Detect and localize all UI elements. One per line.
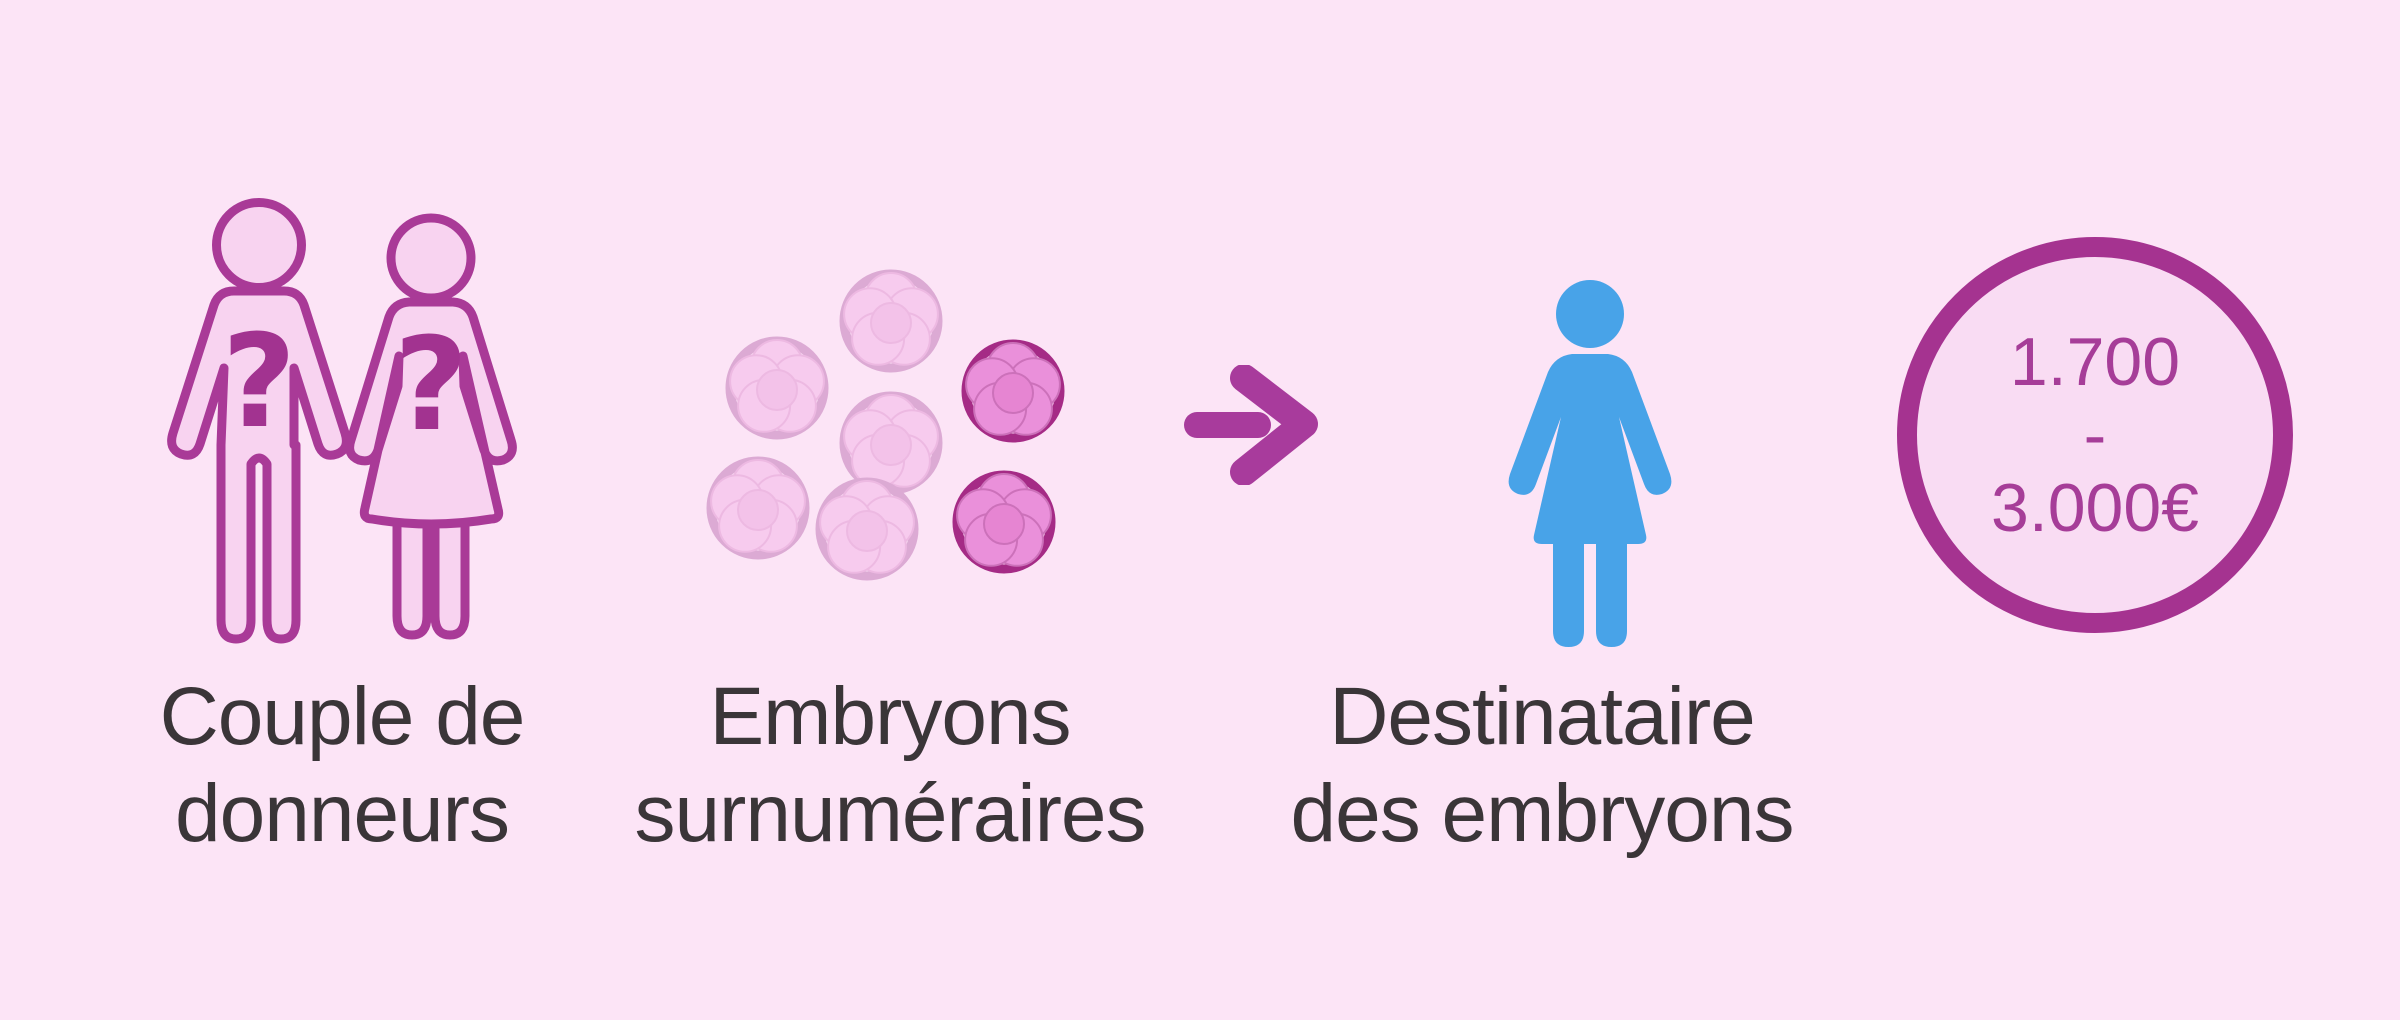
woman-dress-body: [345, 297, 517, 529]
woman-question-mark: ?: [394, 311, 468, 460]
woman-left-leg: [392, 497, 432, 640]
embryo: [952, 470, 1056, 574]
recipient-head: [1556, 280, 1624, 348]
woman-right-leg: [430, 497, 470, 640]
surplus-embryos-label: Embryons surnuméraires: [590, 668, 1190, 862]
label-line: Embryons: [709, 671, 1071, 762]
label-line: Couple de: [159, 671, 526, 762]
man-body: [167, 286, 351, 644]
recipient-left-leg: [1553, 528, 1584, 647]
embryo: [839, 269, 943, 373]
right-arrow-icon: [1184, 365, 1318, 485]
embryo: [815, 477, 919, 581]
recipient-woman-icon: [1508, 280, 1672, 647]
label-line: surnuméraires: [634, 768, 1146, 859]
recipient-dress-body: [1508, 354, 1672, 544]
woman-head: [386, 213, 476, 303]
label-line: donneurs: [175, 768, 510, 859]
price-line: 1.700: [2009, 323, 2181, 400]
price-badge: 1.700 - 3.000€: [1897, 237, 2293, 633]
man-head: [212, 198, 306, 292]
donor-couple-label: Couple de donneurs: [42, 668, 642, 862]
price-line: 3.000€: [1991, 469, 2199, 546]
embryo: [839, 391, 943, 495]
recipient-label: Destinataire des embryons: [1242, 668, 1842, 862]
man-silhouette: ?: [167, 198, 351, 644]
label-line: des embryons: [1290, 768, 1794, 859]
label-line: Destinataire: [1329, 671, 1756, 762]
embryo: [725, 336, 829, 440]
embryo: [706, 456, 810, 560]
price-separator: -: [2083, 396, 2107, 473]
donor-couple-icon: ? ?: [167, 198, 517, 644]
woman-silhouette: ?: [345, 213, 517, 640]
embryo-cluster: [700, 263, 1070, 593]
recipient-right-leg: [1596, 528, 1627, 647]
man-question-mark: ?: [222, 308, 296, 457]
embryo: [961, 339, 1065, 443]
